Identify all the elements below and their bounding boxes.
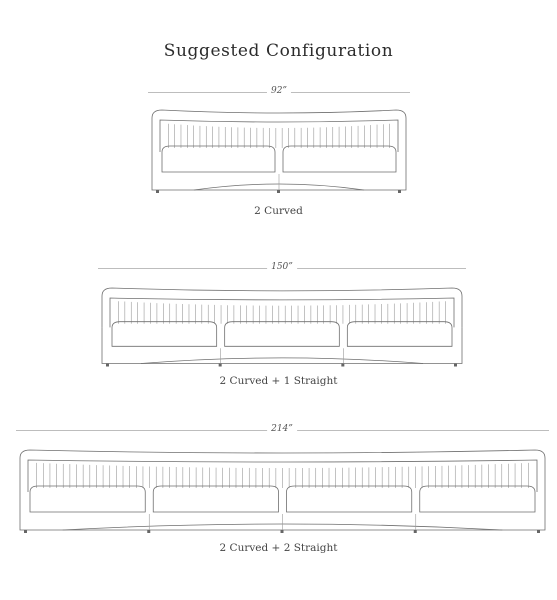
sofa-back-rim [27, 459, 538, 492]
sofa-back-outline [151, 109, 407, 152]
seat-cushion [282, 145, 397, 173]
sofa-foot [277, 190, 280, 193]
sofa-back-rim [109, 297, 455, 328]
sofa-drawing [19, 449, 546, 533]
configuration-caption: 2 Curved [254, 205, 303, 217]
sofa-drawing [101, 287, 463, 367]
sofa-foot [147, 530, 151, 533]
sofa-foot [218, 363, 222, 367]
sofa-foot [24, 530, 27, 533]
seat-cushion [346, 321, 453, 347]
sofa-foot [537, 530, 540, 533]
seat-cushion [29, 485, 146, 513]
sofa-foot [280, 530, 284, 533]
seat-cushion [419, 485, 536, 513]
sofa-foot [454, 363, 457, 367]
dimension-label: 150” [267, 262, 297, 272]
seat-cushion [152, 485, 279, 513]
sofa-drawing [151, 109, 407, 193]
sofa-foot [341, 363, 345, 367]
configuration-caption: 2 Curved + 2 Straight [219, 542, 338, 554]
configuration-caption: 2 Curved + 1 Straight [219, 375, 338, 387]
sofa-foot [156, 190, 159, 193]
page-title: Suggested Configuration [163, 41, 394, 61]
sofa-foot [106, 363, 109, 367]
sofa-back-outline [101, 287, 463, 328]
sofa-back-outline [19, 449, 546, 492]
sofa-foot [398, 190, 401, 193]
seat-cushion [111, 321, 218, 347]
seat-cushion [286, 485, 413, 513]
sofa-base [101, 327, 463, 364]
seat-cushion [161, 145, 276, 173]
sofa-foot [413, 530, 417, 533]
seat-cushion [224, 321, 340, 347]
base-curve [140, 357, 424, 364]
sofa-back-rim [159, 119, 399, 152]
dimension-label: 214” [267, 424, 297, 434]
dimension-label: 92” [266, 86, 292, 96]
